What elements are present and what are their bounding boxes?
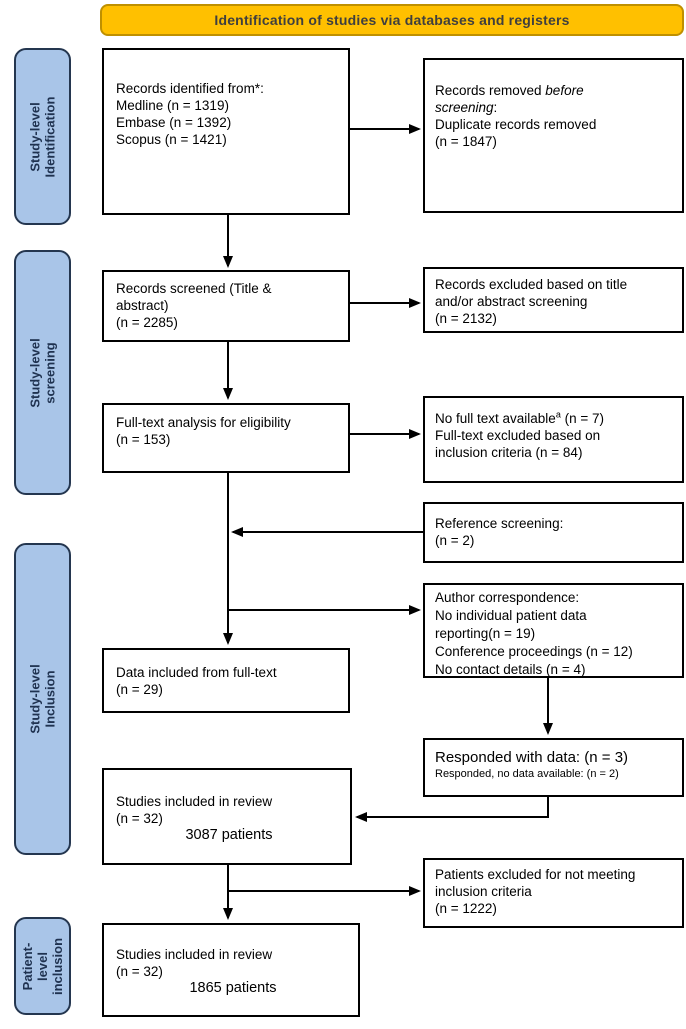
- box-line: Studies included in review: [116, 947, 273, 962]
- sidebar-stage-identification-label: Study-level Identification: [27, 96, 58, 177]
- sidebar-stage-identification: Study-level Identification: [14, 48, 71, 225]
- box-responded: Responded with data: (n = 3) Responded, …: [423, 738, 684, 797]
- box-line: Full-text analysis for eligibility: [116, 415, 291, 430]
- box-line: (n = 153): [116, 432, 171, 447]
- box-line: (n = 2132): [435, 311, 497, 326]
- banner: Identification of studies via databases …: [100, 4, 684, 36]
- box-line: screening:: [435, 100, 498, 115]
- box-line: (n = 2): [435, 533, 475, 548]
- box-line: Reference screening:: [435, 516, 564, 531]
- sidebar-stage-patient-inclusion: Patient- level inclusion: [14, 917, 71, 1015]
- box-records-screened: Records screened (Title & abstract) (n =…: [102, 270, 350, 342]
- patients-count: 1865 patients: [189, 980, 277, 996]
- box-line: Author correspondence:: [435, 590, 580, 605]
- box-line: Responded with data: (n = 3): [435, 749, 629, 766]
- box-line: Conference proceedings (n = 12): [435, 644, 633, 659]
- box-line: Duplicate records removed: [435, 117, 597, 132]
- box-line: (n = 1222): [435, 901, 497, 916]
- box-line: Full-text excluded based on: [435, 428, 601, 443]
- banner-label: Identification of studies via databases …: [214, 12, 570, 28]
- sidebar-stage-screening-label: Study-level screening: [27, 337, 58, 408]
- box-line: inclusion criteria: [435, 884, 532, 899]
- box-reference-screening: Reference screening: (n = 2): [423, 502, 684, 563]
- box-line: Records screened (Title &: [116, 281, 272, 296]
- box-line: Records excluded based on title: [435, 277, 628, 292]
- box-line: Responded, no data available: (n = 2): [435, 768, 619, 780]
- box-line: No full text availablea (n = 7): [435, 409, 604, 426]
- box-studies-included-review: Studies included in review (n = 32) 3087…: [102, 768, 352, 865]
- box-studies-included-final: Studies included in review (n = 32) 1865…: [102, 923, 360, 1017]
- footnote-marker: a: [555, 409, 561, 420]
- box-line: (n = 29): [116, 682, 163, 697]
- box-line: (n = 32): [116, 811, 163, 826]
- box-line: No contact details (n = 4): [435, 662, 586, 677]
- sidebar-stage-inclusion-label: Study-level Inclusion: [27, 664, 58, 734]
- box-line: Data included from full-text: [116, 665, 277, 680]
- box-line: Patients excluded for not meeting: [435, 867, 636, 882]
- box-line: No individual patient data: [435, 608, 587, 623]
- patients-count: 3087 patients: [185, 827, 273, 843]
- box-line: (n = 2285): [116, 315, 178, 330]
- box-line: Scopus (n = 1421): [116, 132, 227, 147]
- box-data-included: Data included from full-text (n = 29): [102, 648, 350, 713]
- sidebar-stage-inclusion: Study-level Inclusion: [14, 543, 71, 855]
- box-line: Records removed before: [435, 83, 584, 98]
- box-line: Studies included in review: [116, 794, 273, 809]
- sidebar-stage-screening: Study-level screening: [14, 250, 71, 495]
- box-line: Medline (n = 1319): [116, 98, 229, 113]
- box-line: (n = 1847): [435, 134, 497, 149]
- box-records-removed: Records removed before screening: Duplic…: [423, 58, 684, 213]
- box-author-correspondence: Author correspondence: No individual pat…: [423, 583, 684, 678]
- box-records-identified: Records identified from*: Medline (n = 1…: [102, 48, 350, 215]
- box-records-excluded: Records excluded based on title and/or a…: [423, 267, 684, 333]
- box-line: reporting(n = 19): [435, 626, 536, 641]
- box-no-fulltext: No full text availablea (n = 7) Full-tex…: [423, 396, 684, 483]
- box-line: Records identified from*:: [116, 81, 264, 96]
- box-fulltext-analysis: Full-text analysis for eligibility (n = …: [102, 403, 350, 473]
- arrow-responded-to-studies: [355, 797, 549, 822]
- sidebar-stage-patient-inclusion-label: Patient- level inclusion: [20, 937, 65, 995]
- box-line: inclusion criteria (n = 84): [435, 445, 583, 460]
- box-patients-excluded: Patients excluded for not meeting inclus…: [423, 858, 684, 928]
- box-line: (n = 32): [116, 964, 163, 979]
- box-line: Embase (n = 1392): [116, 115, 232, 130]
- box-line: abstract): [116, 298, 169, 313]
- box-line: and/or abstract screening: [435, 294, 588, 309]
